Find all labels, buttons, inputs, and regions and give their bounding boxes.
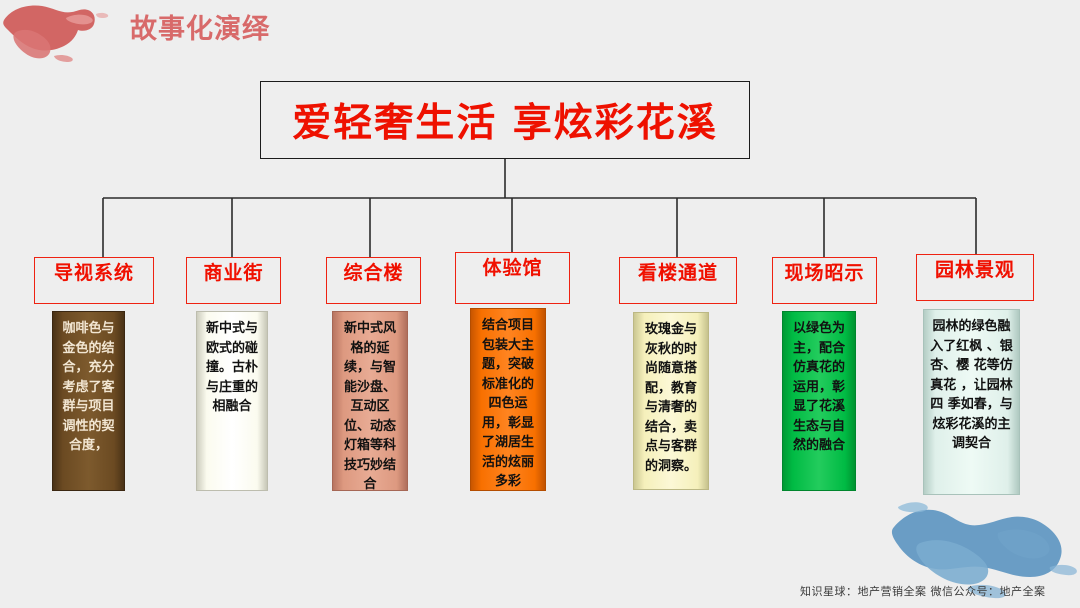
content-text-1: 新中式与欧式的碰撞。古朴与庄重的相融合 <box>205 321 258 414</box>
content-box-4: 玫瑰金与灰秋的时尚随意搭配，教育与清奢的结合，卖点与客群的洞察。 <box>633 312 709 490</box>
content-box-6: 园林的绿色融入了红枫 、银杏、樱 花等仿真花 ，让园林四 季如春，与炫彩花溪的主… <box>923 309 1020 495</box>
label-box-1[interactable]: 商业街 <box>186 257 281 304</box>
content-text-3: 结合项目包装大主题，突破标准化的四色运用，彰显了湖居生活的炫丽多彩 <box>481 318 534 489</box>
label-box-2[interactable]: 综合楼 <box>326 257 421 304</box>
content-text-6: 园林的绿色融入了红枫 、银杏、樱 花等仿真花 ，让园林四 季如春，与炫彩花溪的主… <box>930 319 1013 451</box>
content-box-0: 咖啡色与金色的结合，充分考虑了客群与项目调性的契合度， <box>52 311 125 491</box>
label-text-5: 现场昭示 <box>784 262 865 284</box>
label-text-1: 商业街 <box>203 262 264 284</box>
content-text-2: 新中式风格的延续，与智能沙盘、互动区位、动态灯箱等科技巧妙结合 <box>343 321 396 491</box>
blue-brush-stroke-icon <box>891 502 1077 599</box>
red-brush-stroke-icon <box>3 5 109 62</box>
label-box-4[interactable]: 看楼通道 <box>619 257 737 304</box>
content-box-2: 新中式风格的延续，与智能沙盘、互动区位、动态灯箱等科技巧妙结合 <box>332 311 408 491</box>
label-box-6[interactable]: 园林景观 <box>916 254 1034 301</box>
content-text-4: 玫瑰金与灰秋的时尚随意搭配，教育与清奢的结合，卖点与客群的洞察。 <box>644 322 697 474</box>
label-box-5[interactable]: 现场昭示 <box>772 257 877 304</box>
main-title-box: 爱轻奢生活 享炫彩花溪 <box>260 81 750 159</box>
page-title: 故事化演绎 <box>130 14 270 45</box>
content-box-3: 结合项目包装大主题，突破标准化的四色运用，彰显了湖居生活的炫丽多彩 <box>470 308 546 491</box>
content-box-5: 以绿色为主，配合仿真花的运用，彰显了花溪生态与自然的融合 <box>782 311 856 491</box>
footer-watermark: 知识星球：地产营销全案 微信公众号：地产全案 <box>800 585 1046 598</box>
label-text-3: 体验馆 <box>482 257 543 279</box>
label-text-0: 导视系统 <box>53 262 134 284</box>
label-box-3[interactable]: 体验馆 <box>455 252 570 304</box>
main-title-text: 爱轻奢生活 享炫彩花溪 <box>292 101 718 146</box>
label-box-0[interactable]: 导视系统 <box>34 257 154 304</box>
content-text-0: 咖啡色与金色的结合，充分考虑了客群与项目调性的契合度， <box>62 321 115 453</box>
content-text-5: 以绿色为主，配合仿真花的运用，彰显了花溪生态与自然的融合 <box>792 321 845 453</box>
label-text-2: 综合楼 <box>343 262 404 284</box>
label-text-4: 看楼通道 <box>637 262 718 284</box>
label-text-6: 园林景观 <box>934 259 1015 281</box>
content-box-1: 新中式与欧式的碰撞。古朴与庄重的相融合 <box>196 311 268 491</box>
